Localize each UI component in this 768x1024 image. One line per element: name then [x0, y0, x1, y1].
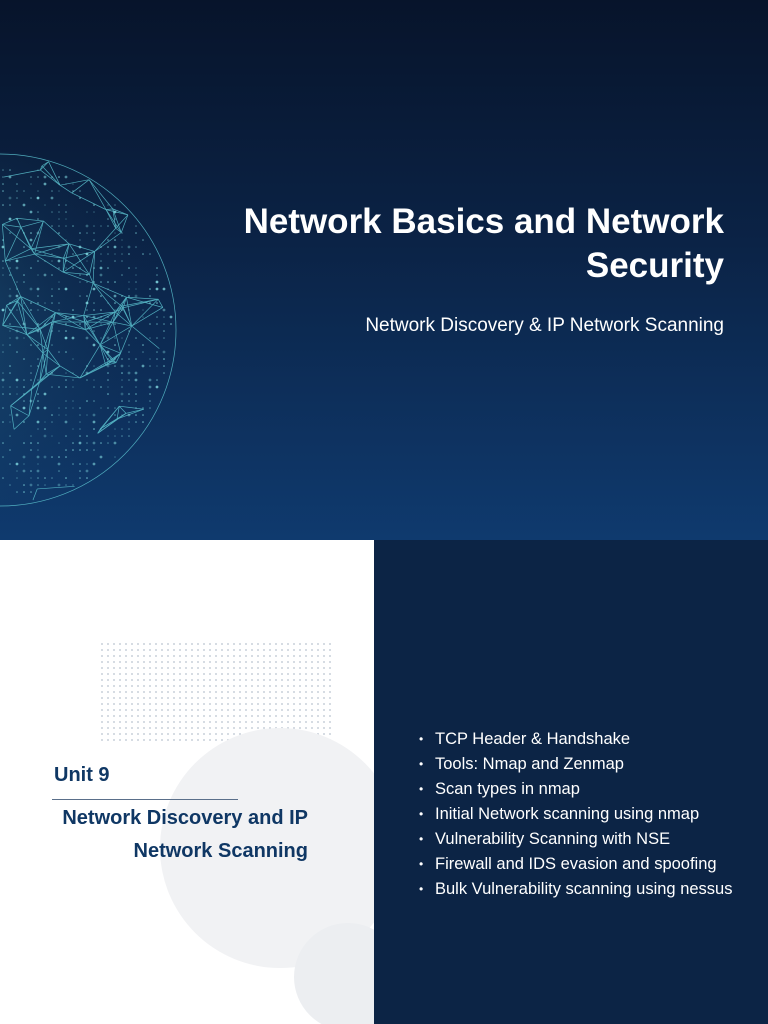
topic-item: Firewall and IDS evasion and spoofing — [419, 852, 739, 877]
slide-subtitle: Network Discovery & IP Network Scanning — [365, 315, 724, 336]
topic-item: Vulnerability Scanning with NSE — [419, 827, 739, 852]
unit-number: Unit 9 — [54, 764, 110, 786]
title-slide: Network Basics and Network Security Netw… — [0, 0, 768, 540]
topic-item: Scan types in nmap — [419, 777, 739, 802]
topic-item: Bulk Vulnerability scanning using nessus — [419, 877, 739, 902]
unit-title: Network Discovery and IP Network Scannin… — [62, 807, 308, 862]
slide-title: Network Basics and Network Security — [243, 202, 724, 285]
unit-slide: Unit 9 Network Discovery and IP Network … — [0, 540, 768, 1024]
topic-item: Initial Network scanning using nmap — [419, 802, 739, 827]
network-globe-icon — [0, 152, 178, 508]
topics-list: TCP Header & Handshake Tools: Nmap and Z… — [419, 727, 739, 902]
unit-divider — [52, 799, 238, 800]
topic-item: TCP Header & Handshake — [419, 727, 739, 752]
topic-item: Tools: Nmap and Zenmap — [419, 752, 739, 777]
